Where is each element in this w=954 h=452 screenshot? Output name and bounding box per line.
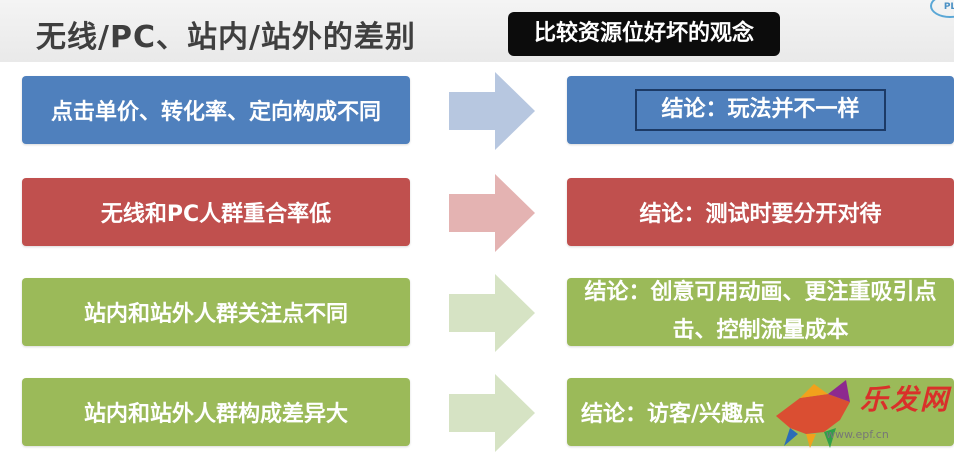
row-3-left-box: 站内和站外人群关注点不同 xyxy=(22,278,410,346)
corner-logo-icon: PL xyxy=(930,0,954,18)
title-bar: 无线/PC、站内/站外的差别 比较资源位好坏的观念 PL xyxy=(0,0,954,62)
row-4-left-box: 站内和站外人群构成差异大 xyxy=(22,378,410,446)
row-2-conclusion: 结论：测试时要分开对待 xyxy=(639,202,882,227)
row-1-right-box: 结论：玩法并不一样 xyxy=(567,76,954,144)
row-1-conclusion: 结论：玩法并不一样 xyxy=(635,89,886,131)
bull-logo-icon xyxy=(776,380,850,448)
row-1-left-box: 点击单价、转化率、定向构成不同 xyxy=(22,76,410,144)
right-arrow-icon xyxy=(449,374,535,452)
row-4-conclusion: 结论：访客/兴趣点 xyxy=(581,402,766,427)
row-4-right-box: 结论：访客/兴趣点 xyxy=(567,378,954,446)
watermark-brand: 乐发网 xyxy=(860,383,951,416)
right-arrow-icon xyxy=(449,72,535,150)
subtitle-badge: 比较资源位好坏的观念 xyxy=(508,12,780,56)
row-3-left-label: 站内和站外人群关注点不同 xyxy=(83,302,348,327)
row-1-left-label: 点击单价、转化率、定向构成不同 xyxy=(50,100,381,125)
right-arrow-icon xyxy=(449,174,535,252)
watermark-url: www.epf.cn xyxy=(826,428,889,441)
row-2-left-box: 无线和PC人群重合率低 xyxy=(22,178,410,246)
right-arrow-icon xyxy=(449,274,535,352)
row-4-left-label: 站内和站外人群构成差异大 xyxy=(83,402,348,427)
page-title: 无线/PC、站内/站外的差别 xyxy=(36,20,416,55)
row-2-left-label: 无线和PC人群重合率低 xyxy=(100,202,332,227)
row-3-right-box: 结论：创意可用动画、更注重吸引点击、控制流量成本 xyxy=(567,278,954,346)
row-3-conclusion: 结论：创意可用动画、更注重吸引点击、控制流量成本 xyxy=(584,280,937,343)
row-2-right-box: 结论：测试时要分开对待 xyxy=(567,178,954,246)
